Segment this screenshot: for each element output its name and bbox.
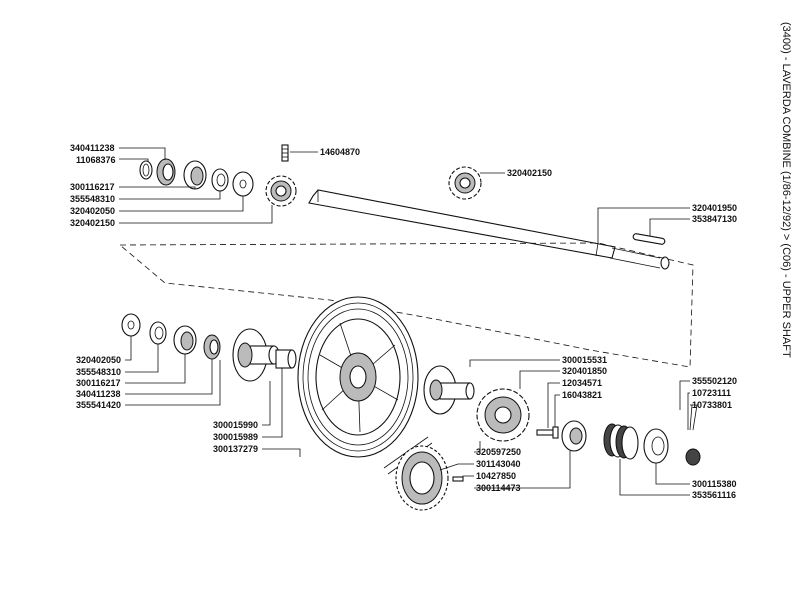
part-label: 301143040 bbox=[476, 459, 521, 469]
clutch-hub-part bbox=[423, 365, 475, 415]
friction-disc-part bbox=[395, 445, 449, 511]
part-label: 10427850 bbox=[476, 471, 516, 481]
bolt-part bbox=[536, 426, 559, 439]
part-label: 300137279 bbox=[213, 444, 258, 454]
part-label: 353561116 bbox=[692, 490, 736, 500]
part-label: 353847130 bbox=[692, 214, 737, 224]
spring-part bbox=[603, 423, 639, 460]
large-sprocket-part bbox=[476, 388, 530, 442]
bushing-part bbox=[275, 349, 297, 369]
part-label: 16043821 bbox=[562, 390, 602, 400]
key-part bbox=[632, 233, 666, 245]
leader-lines bbox=[119, 147, 693, 496]
part-label: 300114473 bbox=[476, 483, 521, 493]
cotter-pin-part bbox=[689, 404, 698, 431]
assembly-outline bbox=[119, 242, 694, 368]
part-label: 340411238 bbox=[76, 389, 121, 399]
part-label: 10733801 bbox=[692, 400, 732, 410]
cup-washer-part bbox=[643, 428, 669, 464]
part-label: 300015990 bbox=[213, 420, 258, 430]
part-label: 300116217 bbox=[76, 378, 121, 388]
bolt-small-part bbox=[452, 476, 464, 482]
part-label: 14604870 bbox=[320, 147, 360, 157]
circlip-part bbox=[139, 160, 153, 180]
part-label: 10723111 bbox=[692, 388, 731, 398]
part-label: 300015989 bbox=[213, 432, 258, 442]
housing-middle-part bbox=[173, 325, 197, 355]
part-label: 340411238 bbox=[70, 143, 115, 153]
washer-middle-part bbox=[121, 313, 141, 337]
part-number-labels: 340411238 11068376 14604870 320402150 30… bbox=[70, 143, 737, 500]
part-label: 320402150 bbox=[507, 168, 552, 178]
part-label: 355502120 bbox=[692, 376, 737, 386]
part-label: 300115380 bbox=[692, 479, 737, 489]
small-sprocket-right bbox=[448, 166, 482, 200]
part-label: 355548310 bbox=[70, 194, 115, 204]
part-label: 320402150 bbox=[70, 218, 115, 228]
large-pulley-part bbox=[297, 296, 419, 458]
part-label: 355548310 bbox=[76, 367, 121, 377]
bearing-middle-part bbox=[203, 334, 221, 360]
upper-shaft-part bbox=[308, 189, 670, 270]
part-label: 12034571 bbox=[562, 378, 602, 388]
part-label: 11068376 bbox=[76, 155, 116, 165]
part-label: 320402050 bbox=[76, 355, 121, 365]
hub-flange-part bbox=[232, 328, 280, 382]
bearing-part bbox=[156, 158, 176, 186]
castle-nut-part bbox=[685, 448, 701, 466]
part-label: 320402050 bbox=[70, 206, 115, 216]
part-label: 320401950 bbox=[692, 203, 737, 213]
part-label: 300015531 bbox=[562, 355, 607, 365]
part-label: 320401850 bbox=[562, 366, 607, 376]
spacer-ring-part bbox=[211, 168, 229, 192]
diagram-title: (3400) - LAVERDA COMBINE (1/86-12/92) > … bbox=[780, 22, 792, 358]
spacer-middle-part bbox=[149, 321, 167, 345]
part-label: 355541420 bbox=[76, 400, 121, 410]
small-sprocket-left bbox=[265, 175, 297, 207]
bearing-housing-part bbox=[183, 160, 207, 190]
washer-part bbox=[232, 171, 254, 197]
part-label: 300116217 bbox=[70, 182, 115, 192]
cap-part bbox=[561, 420, 587, 452]
spring-pin-part bbox=[281, 144, 289, 162]
part-label: 320597250 bbox=[476, 447, 521, 457]
